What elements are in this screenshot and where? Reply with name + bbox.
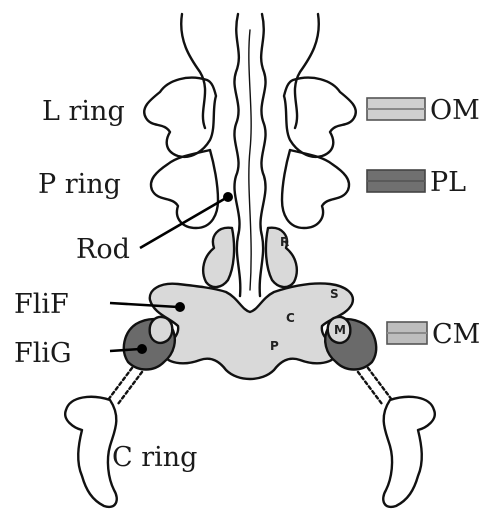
label-rod: Rod <box>76 234 130 265</box>
p-ring-left <box>151 150 218 228</box>
pl-band <box>367 170 425 192</box>
sub-label-p: P <box>270 339 279 353</box>
cm-band <box>387 322 427 344</box>
sub-label-r: R <box>280 235 289 249</box>
label-flif: FliF <box>14 289 69 320</box>
c-ring-left <box>65 397 117 507</box>
p-ring-right <box>282 150 349 228</box>
rod-leader-dot <box>223 192 233 202</box>
rod-shape-right <box>260 14 266 296</box>
flif-leader-dot <box>175 302 185 312</box>
c-ring-right <box>383 397 435 507</box>
label-c-ring: C ring <box>112 442 197 473</box>
r-ring-left <box>203 228 234 287</box>
m-ring-left <box>150 317 173 343</box>
flig-leader-dot <box>137 344 147 354</box>
sub-label-m: M <box>334 323 346 337</box>
label-cm: CM <box>432 319 480 350</box>
c-ring-link-right <box>358 368 392 404</box>
flif-body <box>150 283 353 379</box>
om-band <box>367 98 425 120</box>
sub-label-s: S <box>330 287 339 301</box>
c-ring-link-left <box>108 368 142 404</box>
rod-shape <box>234 14 240 296</box>
rod-core <box>249 30 251 290</box>
label-pl: PL <box>430 167 466 198</box>
label-flig: FliG <box>14 338 72 369</box>
label-om: OM <box>430 95 480 126</box>
sub-label-c: C <box>286 311 295 325</box>
label-p-ring: P ring <box>38 169 121 200</box>
label-l-ring: L ring <box>42 96 125 127</box>
